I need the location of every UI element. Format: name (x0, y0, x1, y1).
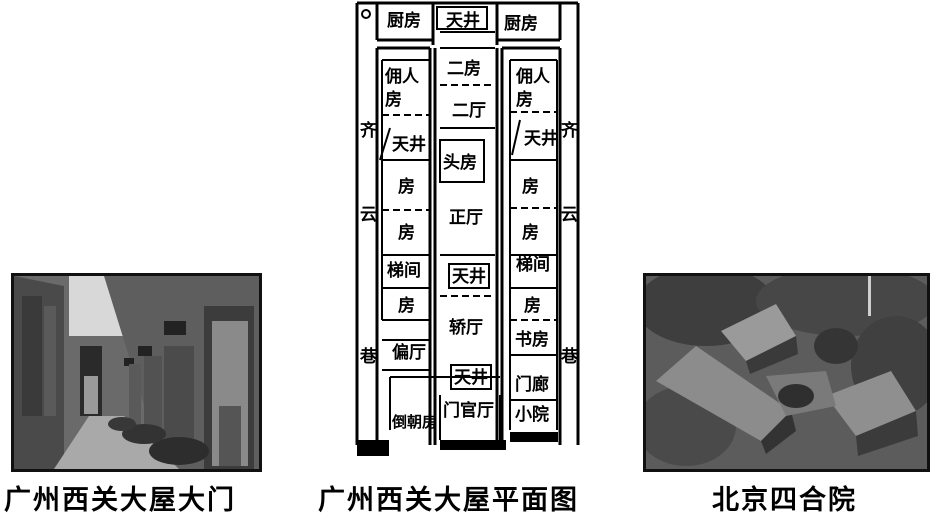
plan-alley-right-2: 云 (561, 205, 578, 225)
plan-second-hall: 二厅 (452, 101, 486, 121)
plan-alley-right-1: 齐 (561, 120, 579, 141)
plan-gate-corridor: 门廊 (515, 374, 549, 395)
plan-room-r3: 房 (524, 295, 541, 316)
plan-servant-right-1: 佣人 (515, 66, 551, 87)
plan-alley-right-3: 巷 (560, 346, 579, 367)
plan-reverse-room: 倒朝房 (391, 413, 437, 431)
plan-alley-left-3: 巷 (359, 346, 378, 367)
plan-servant-right-2: 房 (516, 89, 533, 110)
plan-room-l2: 房 (398, 222, 415, 243)
plan-room-l3: 房 (398, 295, 415, 316)
plan-alley-left-2: 云 (360, 205, 377, 225)
plan-courtyard-left: 天井 (392, 134, 426, 155)
siheyuan-photo (643, 273, 930, 472)
siheyuan-image (646, 276, 927, 469)
plan-servant-left-2: 房 (385, 89, 402, 110)
plan-stair-right: 梯间 (516, 254, 550, 275)
plan-study: 书房 (515, 329, 549, 350)
plan-servant-left-1: 佣人 (384, 66, 420, 87)
plan-alley-left-1: 齐 (360, 120, 378, 141)
plan-second-room: 二房 (447, 58, 481, 79)
plan-courtyard-mid: 天井 (452, 266, 486, 287)
caption-xiguan-plan: 广州西关大屋平面图 (318, 485, 579, 516)
plan-courtyard-right: 天井 (524, 128, 558, 149)
plan-main-hall: 正厅 (449, 208, 483, 228)
xiguan-gate-image (14, 276, 259, 469)
plan-room-r2: 房 (522, 222, 539, 243)
caption-siheyuan: 北京四合院 (712, 485, 857, 516)
plan-side-hall: 偏厅 (392, 342, 426, 363)
plan-room-r1: 房 (522, 176, 539, 197)
plan-kitchen-left: 厨房 (387, 10, 421, 31)
plan-gate-hall: 门官厅 (443, 400, 494, 421)
plan-small-yard: 小院 (515, 404, 549, 425)
plan-room-l1: 房 (398, 176, 415, 197)
plan-stair-left: 梯间 (387, 260, 421, 281)
plan-courtyard-top: 天井 (446, 10, 480, 31)
plan-head-room: 头房 (443, 152, 477, 173)
plan-kitchen-right: 厨房 (504, 13, 538, 34)
caption-xiguan-gate: 广州西关大屋大门 (4, 485, 236, 516)
plan-courtyard-low: 天井 (454, 367, 488, 388)
xiguan-gate-photo (11, 273, 262, 472)
plan-sedan-hall: 轿厅 (449, 317, 483, 338)
